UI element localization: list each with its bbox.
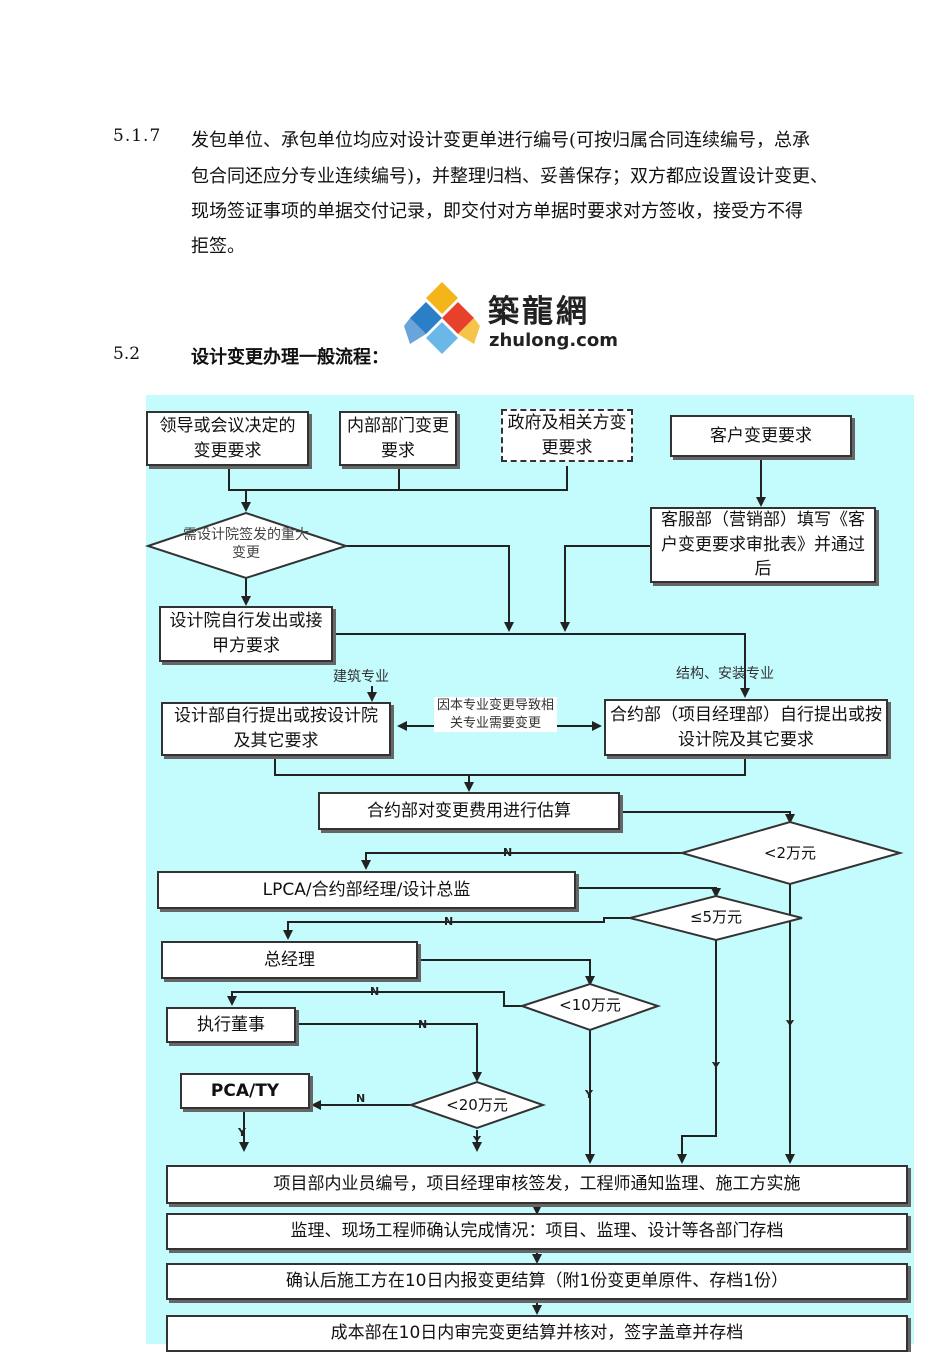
decision-lt-2w-label: <2万元: [763, 844, 817, 862]
final-step-1: 项目部内业员编号，项目经理审核签发，工程师通知监理、施工方实施: [166, 1165, 908, 1204]
section-number: 5.2: [113, 344, 141, 364]
paragraph-number: 5.1.7: [113, 126, 162, 146]
approver-executive-director: 执行董事: [166, 1007, 296, 1043]
source-customer: 客户变更要求: [670, 415, 852, 457]
zhulong-logo: 築龍網 zhulong.com: [400, 280, 622, 360]
approver-lpca: LPCA/合约部经理/设计总监: [157, 871, 576, 909]
cost-estimate-box: 合约部对变更费用进行估算: [318, 792, 620, 830]
decision-lt-2w: [678, 820, 904, 886]
section-title: 设计变更办理一般流程：: [191, 347, 389, 368]
source-government: 政府及相关方变更要求: [501, 409, 633, 462]
yes-marker: Y: [238, 1126, 246, 1139]
paragraph-line-1: 发包单位、承包单位均应对设计变更单进行编号(可按归属合同连续编号，总承: [191, 130, 811, 151]
no-marker: N: [503, 846, 513, 859]
label-structure-install: 结构、安装专业: [676, 666, 774, 682]
yes-marker: Y: [712, 1060, 720, 1073]
yes-marker: Y: [473, 1134, 481, 1147]
design-dept-box: 设计部自行提出或按设计院及其它要求: [161, 702, 391, 756]
final-step-4: 成本部在10日内审完变更结算并核对，签字盖章并存档: [166, 1315, 908, 1352]
decision-le-5w-label: ≤5万元: [689, 908, 743, 926]
decision-lt-10w-label: <10万元: [559, 996, 621, 1014]
final-step-3: 确认后施工方在10日内报变更结算（附1份变更单原件、存档1份）: [166, 1263, 908, 1300]
yes-marker: Y: [786, 1018, 794, 1031]
yes-marker: Y: [585, 1088, 593, 1101]
customer-service-box: 客服部（营销部）填写《客户变更要求审批表》并通过后: [650, 507, 876, 583]
logo-chinese-text: 築龍網: [488, 294, 590, 330]
decision-lt-10w: [518, 982, 662, 1032]
paragraph-line-3: 现场签证事项的单据交付记录，即交付对方单据时要求对方签收，接受方不得: [191, 201, 803, 222]
label-architecture: 建筑专业: [333, 669, 389, 685]
logo-domain-text: zhulong.com: [489, 330, 618, 351]
no-marker: N: [356, 1092, 366, 1105]
cross-discipline-label: 因本专业变更导致相关专业需要变更: [434, 697, 557, 733]
approver-pca-ty: PCA/TY: [180, 1073, 310, 1109]
no-marker: N: [418, 1018, 428, 1031]
paragraph-line-4: 拒签。: [191, 236, 245, 257]
final-step-2: 监理、现场工程师确认完成情况：项目、监理、设计等各部门存档: [166, 1213, 908, 1250]
decision-le-5w: [629, 894, 803, 942]
decision-major-change-label: 需设计院签发的重大变更: [183, 527, 309, 562]
paragraph-line-2: 包合同还应分专业连续编号)，并整理归档、妥善保存；双方都应设置设计变更、: [191, 166, 829, 187]
zhulong-logo-icon: [404, 282, 480, 354]
decision-major-change: [144, 511, 350, 580]
approver-general-manager: 总经理: [161, 941, 418, 979]
design-institute-box: 设计院自行发出或接甲方要求: [159, 606, 333, 662]
no-marker: N: [370, 985, 380, 998]
source-internal-dept: 内部部门变更要求: [339, 411, 457, 466]
decision-lt-20w: [407, 1080, 547, 1130]
source-leadership: 领导或会议决定的变更要求: [146, 411, 309, 466]
contract-dept-box: 合约部（项目经理部）自行提出或按设计院及其它要求: [604, 699, 888, 756]
decision-lt-20w-label: <20万元: [446, 1096, 508, 1114]
no-marker: N: [444, 915, 454, 928]
